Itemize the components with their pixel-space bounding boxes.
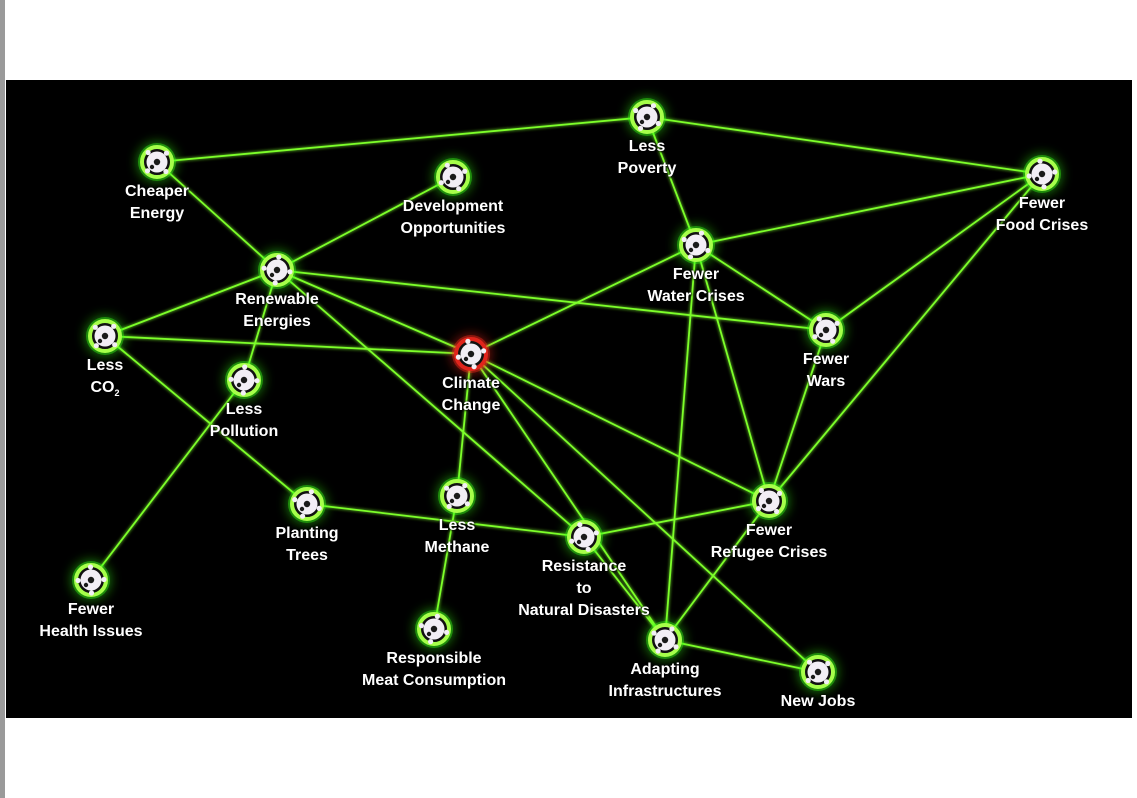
gear-icon xyxy=(75,564,107,596)
node-layer xyxy=(72,98,1061,691)
node-label-responsible-meat-consumption: Responsible Meat Consumption xyxy=(362,650,506,689)
node-label-renewable-energies: Renewable Energies xyxy=(235,291,319,330)
window-edge xyxy=(0,0,5,798)
node-fewer-food-crises[interactable] xyxy=(1023,155,1061,193)
node-label-fewer-health-issues: Fewer Health Issues xyxy=(39,601,143,640)
edge-fewer-wars-to-fewer-refugee-crises xyxy=(768,329,827,502)
node-new-jobs[interactable] xyxy=(799,653,837,691)
node-label-fewer-refugee-crises: Fewer Refugee Crises xyxy=(710,522,828,561)
gear-icon xyxy=(261,254,293,286)
node-climate-change[interactable] xyxy=(452,335,490,373)
edge-development-opportunities-to-renewable-energies xyxy=(276,176,454,271)
node-label-cheaper-energy: Cheaper Energy xyxy=(124,183,190,222)
edge-renewable-energies-to-fewer-wars xyxy=(276,269,827,331)
node-label-resistance-natural-disasters: Resistance to Natural Disasters xyxy=(518,558,650,619)
node-label-new-jobs: New Jobs xyxy=(780,693,856,710)
node-fewer-refugee-crises[interactable] xyxy=(750,482,788,520)
gear-icon xyxy=(633,103,661,131)
edge-climate-change-to-adapting-infrastructures xyxy=(470,353,666,641)
edge-less-methane-to-responsible-meat-consumption xyxy=(433,495,458,630)
gear-icon xyxy=(92,323,118,349)
node-planting-trees[interactable] xyxy=(288,485,326,523)
node-responsible-meat-consumption[interactable] xyxy=(415,610,453,648)
edge-layer xyxy=(90,116,1043,673)
edge-less-co2-to-planting-trees xyxy=(104,335,308,505)
node-label-fewer-food-crises: Fewer Food Crises xyxy=(995,195,1089,234)
gear-icon xyxy=(292,489,322,519)
edge-renewable-energies-to-less-pollution xyxy=(243,269,278,381)
node-label-less-methane: Less Methane xyxy=(424,517,490,556)
node-less-pollution[interactable] xyxy=(225,361,263,399)
node-label-less-co2: Less CO2 xyxy=(86,357,124,399)
gear-icon xyxy=(805,659,831,685)
gear-icon xyxy=(812,316,840,344)
edge-cheaper-energy-to-renewable-energies xyxy=(156,161,278,271)
gear-icon xyxy=(1026,158,1058,190)
node-label-less-pollution: Less Pollution xyxy=(209,401,279,440)
node-less-poverty[interactable] xyxy=(628,98,666,136)
node-label-planting-trees: Planting Trees xyxy=(275,525,339,564)
edge-climate-change-to-fewer-water-crises xyxy=(470,244,697,355)
edge-fewer-water-crises-to-fewer-refugee-crises xyxy=(695,244,770,502)
node-label-development-opportunities: Development Opportunities xyxy=(400,198,506,237)
edge-less-co2-to-climate-change xyxy=(104,335,472,355)
edge-resistance-natural-disasters-to-adapting-infrastructures xyxy=(583,536,666,641)
edge-resistance-natural-disasters-to-fewer-refugee-crises xyxy=(583,500,770,538)
edge-renewable-energies-to-less-co2 xyxy=(104,269,278,337)
node-label-less-poverty: Less Poverty xyxy=(617,138,677,177)
network-diagram xyxy=(72,98,1061,691)
gear-icon xyxy=(455,338,487,370)
edge-adapting-infrastructures-to-new-jobs xyxy=(664,639,819,673)
node-label-adapting-infrastructures: Adapting Infrastructures xyxy=(608,661,722,700)
node-fewer-wars[interactable] xyxy=(807,311,845,349)
node-cheaper-energy[interactable] xyxy=(138,143,176,181)
gear-icon xyxy=(651,626,679,654)
edge-renewable-energies-to-resistance-natural-disasters xyxy=(276,269,585,538)
node-label-fewer-wars: Fewer Wars xyxy=(802,351,850,390)
subscript: 2 xyxy=(114,388,120,399)
gear-icon xyxy=(144,149,170,175)
edge-less-pollution-to-fewer-health-issues xyxy=(90,379,245,581)
edge-climate-change-to-fewer-refugee-crises xyxy=(470,353,770,502)
gear-icon xyxy=(438,162,468,192)
node-resistance-natural-disasters[interactable] xyxy=(565,518,603,556)
edge-renewable-energies-to-climate-change xyxy=(276,269,472,355)
edge-fewer-water-crises-to-adapting-infrastructures xyxy=(664,244,697,641)
gear-icon xyxy=(228,364,260,396)
edge-planting-trees-to-resistance-natural-disasters xyxy=(306,503,585,538)
edge-climate-change-to-new-jobs xyxy=(470,353,819,673)
node-label-climate-change: Climate Change xyxy=(441,375,501,414)
edge-less-poverty-to-fewer-water-crises xyxy=(646,116,697,246)
edge-fewer-food-crises-to-fewer-wars xyxy=(825,173,1043,331)
gear-icon xyxy=(755,487,783,515)
node-renewable-energies[interactable] xyxy=(258,251,296,289)
node-development-opportunities[interactable] xyxy=(434,158,472,196)
edge-climate-change-to-less-methane xyxy=(456,353,472,497)
gear-icon xyxy=(418,613,450,645)
gear-icon xyxy=(444,483,470,509)
node-less-co2[interactable] xyxy=(86,317,124,355)
edge-less-poverty-to-fewer-food-crises xyxy=(646,116,1043,175)
gear-icon xyxy=(681,230,711,260)
gear-icon xyxy=(569,522,599,552)
node-adapting-infrastructures[interactable] xyxy=(646,621,684,659)
node-fewer-water-crises[interactable] xyxy=(677,226,715,264)
edge-fewer-refugee-crises-to-adapting-infrastructures xyxy=(664,500,770,641)
node-label-fewer-water-crises: Fewer Water Crises xyxy=(647,266,745,305)
edge-fewer-water-crises-to-fewer-food-crises xyxy=(695,173,1043,246)
node-less-methane[interactable] xyxy=(438,477,476,515)
edge-fewer-water-crises-to-fewer-wars xyxy=(695,244,827,331)
edge-fewer-food-crises-to-fewer-refugee-crises xyxy=(768,173,1043,502)
node-fewer-health-issues[interactable] xyxy=(72,561,110,599)
edge-cheaper-energy-to-less-poverty xyxy=(156,116,648,163)
